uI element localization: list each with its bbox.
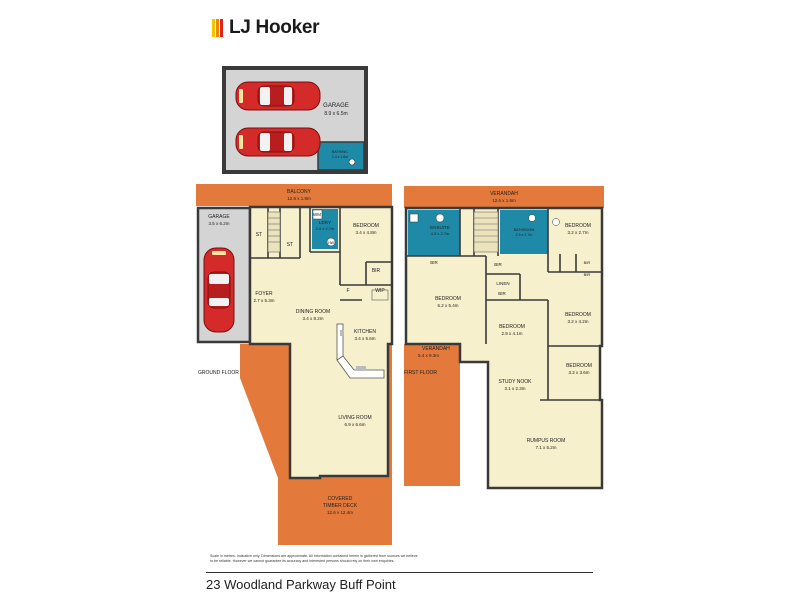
verandah-top (404, 186, 604, 208)
garage-wc (317, 141, 365, 171)
garage-wc-name: BATH/WC (332, 150, 348, 154)
linen-label: LINEN (496, 281, 509, 286)
bedroom-3-dims: 2.9 x 4.1m (501, 331, 522, 336)
logo-bar-orange (216, 19, 219, 37)
bedroom-main-dims: 6.2 x 5.4m (437, 303, 458, 308)
divider (206, 572, 593, 573)
verandah-top-dims: 12.6 x 1.6m (492, 198, 516, 203)
living-dims: 6.9 x 6.6m (344, 422, 365, 427)
laundry-name: LDRY (319, 220, 331, 225)
bathroom (500, 210, 548, 254)
first-floor-label: FIRST FLOOR (404, 370, 437, 376)
balcony-dims: 12.6 x 1.9m (287, 196, 311, 201)
bir-label: BIR (584, 260, 591, 265)
kitchen-dims: 3.4 x 5.6m (354, 336, 375, 341)
car-icon (235, 81, 321, 111)
ground-interior (248, 205, 394, 480)
bedroom-2-dims: 3.2 x 4.2m (567, 319, 588, 324)
verandah-side-dims: 5.4 x 9.3m (418, 353, 439, 358)
balcony-name: BALCONY (287, 189, 312, 195)
rumpus-dims: 7.1 x 5.2m (535, 445, 556, 450)
dining-name: DINING ROOM (296, 309, 330, 315)
first-interior (404, 206, 604, 490)
ensuite-name: ENSUITE (430, 225, 450, 230)
foyer-dims: 2.7 x 5.3m (253, 298, 274, 303)
bedroom-1-name: BEDROOM (565, 223, 591, 229)
study-dims: 3.1 x 2.3m (504, 386, 525, 391)
ground-bedroom-dims: 3.4 x 4.8m (355, 230, 376, 235)
toilet-icon (435, 213, 445, 223)
kitchen-name: KITCHEN (354, 329, 376, 335)
car-icon (235, 127, 321, 157)
bathroom-name: BATHROOM (514, 228, 535, 232)
kitchen-bench (336, 323, 344, 361)
logo-bar-yellow (212, 19, 215, 37)
bir-label: BIR (498, 291, 506, 296)
verandah-side-name: VERANDAH (422, 346, 450, 352)
deck-name-2: TIMBER DECK (323, 503, 358, 509)
verandah-top-name: VERANDAH (490, 191, 518, 197)
bir-label: BIR (584, 272, 591, 277)
toilet-icon (348, 158, 356, 166)
ground-bedroom-name: BEDROOM (353, 223, 379, 229)
store-label: ST (256, 232, 262, 238)
garage-main-name: GARAGE (323, 103, 349, 109)
bedroom-2-name: BEDROOM (565, 312, 591, 318)
foyer-name: FOYER (255, 291, 273, 297)
ground-floor-label: GROUND FLOOR (198, 370, 239, 376)
bedroom-1-dims: 3.2 x 2.7m (567, 230, 588, 235)
garage-wc-dims: 2.4 x 1.6m (332, 155, 348, 159)
hot-water-label: HW (328, 241, 335, 245)
bedroom-main-name: BEDROOM (435, 296, 461, 302)
covered-timber-deck (240, 344, 392, 545)
store-label: ST (287, 242, 293, 248)
rumpus-name: RUMPUS ROOM (527, 438, 566, 444)
ground-floor: BALCONY 12.6 x 1.9m GARAGE 3.5 x 6.2m ST… (196, 184, 394, 545)
property-address: 23 Woodland Parkway Buff Point (206, 577, 396, 592)
study-name: STUDY NOOK (499, 379, 533, 385)
side-garage-dims: 3.5 x 6.2m (208, 221, 229, 226)
washing-machine-label: WM (313, 212, 321, 217)
first-floor: VERANDAH 12.6 x 1.6m ENSUITE 4.3 x 2.7m … (404, 186, 604, 490)
bedroom-4-dims: 3.2 x 3.6m (568, 370, 589, 375)
detached-garage: GARAGE 8.9 x 6.5m BATH/WC 2.4 x 1.6m (222, 66, 368, 174)
deck-name-1: COVERED (328, 496, 353, 502)
lj-hooker-logo: LJ Hooker (212, 17, 320, 39)
car-icon (203, 247, 235, 333)
living-name: LIVING ROOM (338, 415, 371, 421)
deck-dims: 12.6 x 12.4m (327, 510, 353, 515)
wip-label: WIP (375, 288, 385, 294)
bedroom-3-name: BEDROOM (499, 324, 525, 330)
logo-bars-icon (212, 19, 223, 37)
bir-label: BIR (372, 268, 381, 274)
disclaimer: Scale in metres. Indicative only. Dimens… (210, 554, 418, 563)
dining-dims: 3.4 x 8.2m (302, 316, 323, 321)
verandah-side (404, 344, 486, 486)
kitchen-island (336, 355, 385, 379)
logo-bar-red (220, 19, 223, 37)
laundry-dims: 2.0 x 2.7m (316, 226, 335, 231)
bathroom-dims: 2.9 x 2.7m (516, 233, 533, 237)
fridge-label: F (346, 288, 349, 294)
logo-text: LJ Hooker (229, 17, 320, 38)
bedroom-4-name: BEDROOM (566, 363, 592, 369)
bir-label: BIR (430, 260, 438, 265)
toilet-icon (528, 214, 536, 222)
garage-main-dims: 8.9 x 6.5m (324, 111, 347, 117)
side-garage-name: GARAGE (208, 214, 230, 220)
bir-label: BIR (494, 262, 502, 267)
ensuite-dims: 4.3 x 2.7m (431, 231, 450, 236)
balcony (196, 184, 392, 206)
toilet-icon (552, 218, 560, 226)
